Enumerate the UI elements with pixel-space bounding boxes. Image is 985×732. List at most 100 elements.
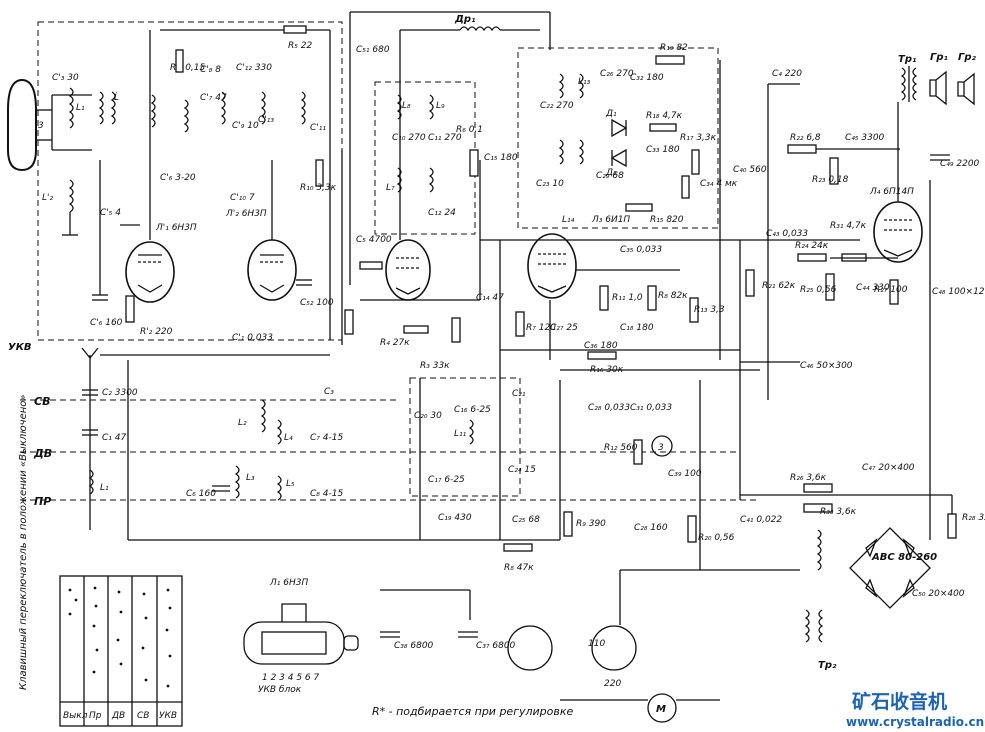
- coil-l2: [260, 399, 266, 433]
- coil-l5: [276, 475, 282, 501]
- label-c7: C'₇ 47: [200, 93, 227, 103]
- coil-l12: [558, 139, 564, 165]
- resistor-r33: [803, 503, 833, 513]
- resistor-r19: [655, 55, 685, 65]
- resistor-r4: [403, 325, 429, 334]
- label-r33: R₃₃ 3,6к: [820, 507, 857, 517]
- label-c9: C'₉ 10: [232, 121, 259, 131]
- label-r9: R₉ 390: [576, 519, 606, 529]
- label-c47: C₄₇ 20×400: [862, 463, 915, 473]
- svg-text:L'₂: L'₂: [42, 193, 53, 203]
- label-c13: C'₁₃: [258, 115, 274, 125]
- resistor-r3: [451, 317, 461, 343]
- watermark-url: www.crystalradio.cn: [846, 715, 984, 729]
- coil-l1-sv: [88, 469, 94, 495]
- label-c19: C₁₉ 430: [438, 513, 472, 523]
- coil-l8: [396, 94, 402, 120]
- label-r19: R₁₉ 82: [660, 43, 688, 53]
- label-r6: R₆ 0,1: [456, 125, 483, 135]
- coil-l1-ukv: [68, 87, 74, 129]
- label-c50: C₅₀ 20×400: [912, 589, 965, 599]
- diode-d1: [611, 118, 628, 138]
- speaker-gr2-icon: [957, 72, 975, 106]
- label-c7b: C₇ 4-15: [310, 433, 343, 443]
- label-c11b: C₁₁ 270: [428, 133, 462, 143]
- coil-l3: [234, 465, 240, 499]
- label-r12: R₁₂ 560: [604, 443, 638, 453]
- label-c25: C₂₅ 68: [512, 515, 540, 525]
- label-gr1: Гр₁: [930, 52, 948, 63]
- diode-d2: [610, 148, 627, 168]
- label-c10: C'₁₀ 7: [230, 193, 255, 203]
- label-c3b: C₃: [324, 387, 334, 397]
- label-l7: L₇: [386, 183, 395, 193]
- resistor-r2: [125, 295, 135, 323]
- label-c1b: C₁ 47: [102, 433, 126, 443]
- resistor-r7: [515, 311, 525, 337]
- label-c15: C₁₅ 180: [484, 153, 518, 163]
- label-r4: R₄ 27к: [380, 338, 410, 348]
- label-c46: C₄₆ 50×300: [800, 361, 853, 371]
- label-l13: L₁₃: [578, 77, 591, 87]
- label-c14: C₁₄ 47: [476, 293, 504, 303]
- label-tube-title: Л₁ 6Н3П: [269, 578, 308, 588]
- label-c41: C₄₁ 0,022: [740, 515, 782, 525]
- label-d2: Д₂: [605, 168, 617, 178]
- tuning-indicator-icon: [651, 435, 673, 457]
- coil-ukv-2: [98, 91, 104, 125]
- wiring: [149, 30, 931, 625]
- label-r20: R₂₀ 0,56: [698, 533, 735, 543]
- label-c29: C₂₉ 68: [596, 171, 624, 181]
- label-c1: C'₁ 0,033: [232, 333, 273, 343]
- label-pins: 1 2 3 4 5 6 7: [262, 673, 320, 683]
- switch-col-sv: СВ: [137, 711, 149, 721]
- switch-col-ukv: УКВ: [159, 711, 177, 721]
- label-c5: C'₅ 4: [100, 208, 121, 218]
- label-r18: R₁₈ 4,7к: [646, 111, 683, 121]
- label-c22: C₂₂ 270: [540, 101, 574, 111]
- switch-col-pr: Пр: [89, 711, 102, 721]
- label-l4: Л₄ 6П14П: [869, 187, 914, 197]
- label-r5: R₅ 22: [288, 41, 312, 51]
- label-c3: C'₃ 30: [52, 73, 79, 83]
- label-r27: R₂₇ 100: [874, 285, 908, 295]
- resistor-r23: [829, 157, 839, 185]
- label-r23: R₂₃ 0,18: [812, 175, 849, 185]
- label-r13: R₁₃ 3,3: [694, 305, 725, 315]
- resistor-r13: [689, 297, 699, 323]
- label-c51: C₅₁ 680: [356, 45, 390, 55]
- resistor-r15b: [469, 149, 479, 177]
- label-l3: Л₃ 6И1П: [591, 215, 630, 225]
- coil-l2-ukv: [68, 179, 74, 213]
- label-motor: M: [656, 704, 666, 715]
- resistor-r24: [797, 253, 827, 262]
- label-c37: C₃₇ 6800: [476, 641, 516, 651]
- label-c32: C₃₂ 180: [630, 73, 664, 83]
- label-r1: R'₁ 0,15: [170, 63, 206, 73]
- label-c18: C₁₈ 180: [620, 323, 654, 333]
- label-l1: L₁: [76, 103, 85, 113]
- label-l11: L₁₁: [454, 429, 467, 439]
- label-l9: L₉: [436, 101, 445, 111]
- label-c17: C₁₇ 6-25: [428, 475, 465, 485]
- band-label-pr: ПР: [34, 495, 51, 508]
- resistor-r12: [633, 439, 643, 465]
- label-tr2: Тр₂: [818, 660, 837, 671]
- label-r24: R₂₄ 24к: [795, 241, 829, 251]
- resistor-r27: [889, 279, 899, 305]
- resistor-r21: [745, 269, 755, 297]
- resistor-r26: [803, 483, 833, 493]
- label-c31: C₃₁ 0,033: [630, 403, 672, 413]
- label-tube-caption: УКВ блок: [258, 685, 302, 695]
- label-c44: C₄₄ 330: [856, 283, 890, 293]
- if-transformer-1-outline: [374, 81, 476, 235]
- switch-contact-dots: [68, 586, 172, 688]
- coil-l13: [558, 73, 564, 99]
- resistor-r9: [563, 511, 573, 537]
- switch-side-note: Клавишный переключатель в положении «Вык…: [18, 394, 29, 690]
- label-r2: R'₂ 220: [140, 327, 173, 337]
- label-c34: C₃₄ 4 мк: [700, 179, 738, 189]
- bridge-rectifier: [849, 527, 931, 609]
- label-c6c: C₆ 160: [186, 489, 216, 499]
